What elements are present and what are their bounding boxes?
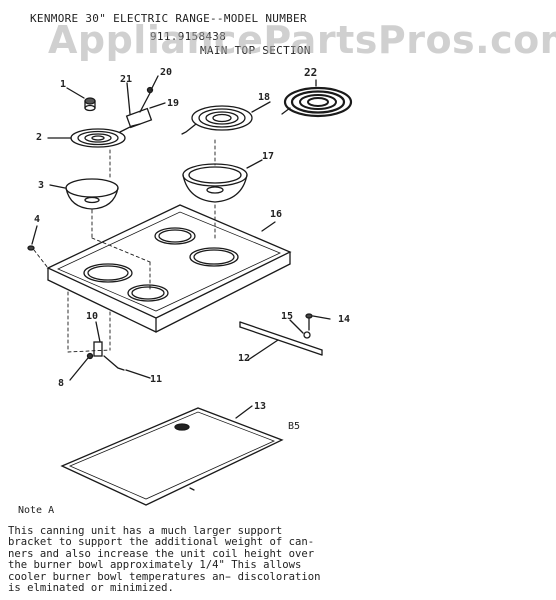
part-1-knob <box>66 87 96 112</box>
note-line: bracket to support the additional weight… <box>8 536 315 549</box>
callout-20: 20 <box>160 67 173 78</box>
header-title: KENMORE 30" ELECTRIC RANGE--MODEL NUMBER <box>30 12 307 25</box>
part-16-main-top <box>46 204 292 333</box>
callout-16: 16 <box>270 209 283 220</box>
callout-3: 3 <box>38 180 45 191</box>
note-line: is elminated or minimized. <box>8 582 174 595</box>
part-22-canning-coil <box>281 79 353 118</box>
note-title: Note A <box>18 505 55 516</box>
part-3-burner-bowl <box>49 178 119 210</box>
callout-4: 4 <box>34 214 41 225</box>
part-18-large-coil <box>181 101 271 135</box>
callout-17: 17 <box>262 151 275 162</box>
callout-19: 19 <box>167 98 180 109</box>
note-line: This canning unit has a much larger supp… <box>8 525 283 537</box>
part-4-screw <box>27 225 49 269</box>
note-line: the burner bowl approximately 1/4" This … <box>8 559 302 572</box>
header-model-number: 911.9158438 <box>150 30 227 43</box>
callout-8: 8 <box>58 378 65 389</box>
note-line: cooler burner bowl temperatures an̵ disc… <box>8 570 321 583</box>
part-17-large-bowl <box>182 159 263 203</box>
callout-11: 11 <box>150 374 163 385</box>
part-13-bottom-panel <box>60 405 284 506</box>
callout-1: 1 <box>60 79 67 90</box>
part-12-strip <box>239 313 331 361</box>
part-2-coil-element <box>47 123 141 148</box>
callout-22: 22 <box>304 66 318 79</box>
callout-10: 10 <box>86 311 99 322</box>
alignment-dash-lines <box>91 139 216 291</box>
callout-b5: B5 <box>288 421 301 432</box>
part-19-terminal-block <box>125 75 166 129</box>
note-body: This canning unit has a much larger supp… <box>8 525 548 595</box>
callout-12: 12 <box>238 353 251 364</box>
callout-2: 2 <box>36 132 43 143</box>
part-10-bracket <box>67 291 151 381</box>
callout-18: 18 <box>258 92 271 103</box>
callout-15: 15 <box>281 311 294 322</box>
header-section: MAIN TOP SECTION <box>200 44 311 57</box>
callout-21: 21 <box>120 74 133 85</box>
callout-14: 14 <box>338 314 351 325</box>
note-line: ners and also increase the unit coil hei… <box>8 547 315 560</box>
callout-13: 13 <box>254 401 267 412</box>
